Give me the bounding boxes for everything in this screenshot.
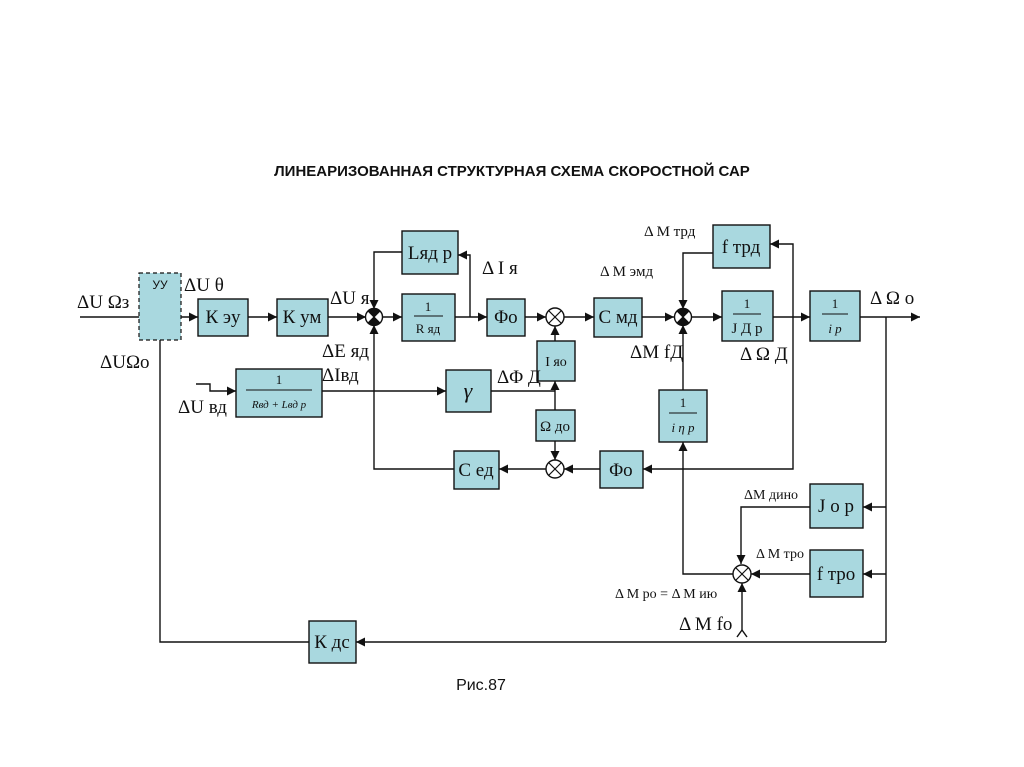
block-uu-label: УУ xyxy=(152,278,168,292)
figure-caption: Рис.87 xyxy=(456,677,506,694)
block-inv-ip-den: i р xyxy=(828,321,842,336)
block-inv-r-vd-den: Rвд + Lвд p xyxy=(251,399,307,411)
block-inv-r-vd-num: 1 xyxy=(276,372,283,387)
label-du-omega-z: ΔU Ωз xyxy=(77,292,129,313)
label-dm-ro: Δ M ро = Δ M ию xyxy=(615,587,717,602)
multiplier-junction-top xyxy=(545,307,565,327)
block-c-ed: С ед xyxy=(453,450,500,490)
block-k-eu-label: К эу xyxy=(205,307,241,328)
block-inv-jd-num: 1 xyxy=(744,296,751,311)
block-inv-r-yad-den: R яд xyxy=(416,321,441,336)
block-omega-do-label: Ω до xyxy=(540,419,570,435)
wires xyxy=(80,239,920,647)
label-du-omega-o: ΔUΩо xyxy=(100,352,150,373)
block-inv-ip-num: 1 xyxy=(832,296,839,311)
block-k-um-label: К ум xyxy=(283,307,322,328)
label-dm-dino: ΔM дино xyxy=(744,488,798,503)
label-dm-emd: Δ M эмд xyxy=(600,264,653,280)
block-gamma-label: γ xyxy=(464,378,474,403)
block-k-ds: К дс xyxy=(308,620,357,664)
block-l-yad-p-label: Lяд p xyxy=(408,243,452,264)
label-dphi-d: ΔΦ Д xyxy=(497,367,541,388)
label-de-yad: ΔE яд xyxy=(322,341,369,362)
block-c-ed-label: С ед xyxy=(458,460,494,481)
block-phi-o-top: Φо xyxy=(486,298,526,337)
block-inv-jd-p: 1 J Д p xyxy=(721,290,774,342)
block-k-eu: К эу xyxy=(197,298,249,337)
label-domega-d: Δ Ω Д xyxy=(740,344,788,365)
block-inv-r-yad: 1 R яд xyxy=(401,293,456,342)
block-i-yao-label: I яо xyxy=(545,355,567,370)
summing-junction-load xyxy=(732,564,752,584)
blocks: УУ К эу К ум Lяд p 1 R яд Φо С мд xyxy=(138,224,864,664)
block-f-tro-label: f тро xyxy=(817,564,856,585)
block-phi-o-top-label: Φо xyxy=(494,307,517,328)
block-f-trd-label: f трд xyxy=(722,237,761,258)
multiplier-junction-bottom xyxy=(545,459,565,479)
summing-junction-armature-voltage xyxy=(364,307,384,327)
block-inv-i-eta-num: 1 xyxy=(680,395,687,410)
block-omega-do: Ω до xyxy=(535,409,576,442)
block-inv-i-eta-den: i η р xyxy=(671,420,695,435)
block-f-tro: f тро xyxy=(809,549,864,598)
block-c-md-label: С мд xyxy=(598,307,637,328)
diagram-title: ЛИНЕАРИЗОВАННАЯ СТРУКТУРНАЯ СХЕМА СКОРОС… xyxy=(274,162,750,180)
label-du-vd: ΔU вд xyxy=(178,397,227,418)
label-dm-trd: Δ M трд xyxy=(644,224,696,240)
block-phi-o-bottom-label: Φо xyxy=(609,460,632,481)
block-j-o-p-label: J о p xyxy=(818,496,854,517)
summing-junction-torque xyxy=(673,307,693,327)
label-dm-fo: Δ M fо xyxy=(679,614,732,635)
block-i-yao: I яо xyxy=(536,340,576,382)
block-gamma: γ xyxy=(445,369,492,413)
block-l-yad-p: Lяд p xyxy=(401,230,459,275)
block-k-um: К ум xyxy=(276,298,329,337)
block-inv-jd-den: J Д p xyxy=(731,321,762,337)
block-uu: УУ xyxy=(138,272,182,341)
block-k-ds-label: К дс xyxy=(314,632,350,653)
label-di-ya: Δ I я xyxy=(482,258,518,279)
block-inv-i-eta: 1 i η р xyxy=(658,389,708,443)
block-inv-r-yad-num: 1 xyxy=(425,299,432,314)
label-domega-o: Δ Ω о xyxy=(870,288,914,309)
block-j-o-p: J о p xyxy=(809,483,864,529)
label-du-ya: ΔU я xyxy=(330,288,370,309)
label-du-theta: ΔU θ xyxy=(184,275,224,296)
block-c-md: С мд xyxy=(593,297,643,338)
label-dm-fd: ΔM fД xyxy=(630,342,683,363)
block-inv-r-vd: 1 Rвд + Lвд p xyxy=(235,368,323,418)
label-di-vd: ΔIвд xyxy=(322,365,359,386)
signal-labels: ΔU Ωз ΔUΩо ΔU θ ΔU я ΔE яд Δ I я Δ M трд… xyxy=(77,224,914,635)
block-inv-ip: 1 i р xyxy=(809,290,861,342)
label-dm-tro: Δ M тро xyxy=(756,547,804,562)
block-phi-o-bottom: Φо xyxy=(599,450,644,489)
block-f-trd: f трд xyxy=(712,224,771,269)
